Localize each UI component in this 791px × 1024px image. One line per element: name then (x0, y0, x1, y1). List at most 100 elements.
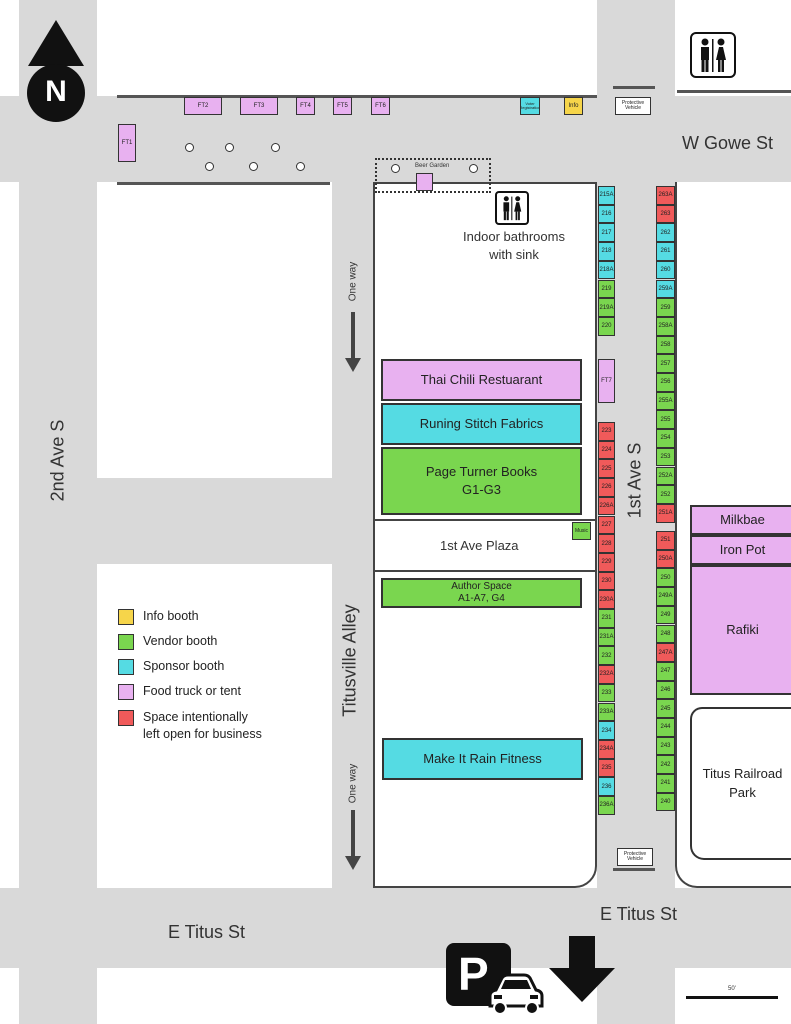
booth-232A[interactable]: 232A (598, 665, 615, 684)
beer-garden-area[interactable]: Beer Garden (375, 158, 491, 193)
booth-216[interactable]: 216 (598, 204, 615, 224)
booth-258[interactable]: 258 (656, 335, 675, 355)
thai-chili-restaurant[interactable]: Thai Chili Restuarant (381, 359, 582, 401)
booth-243[interactable]: 243 (656, 736, 675, 756)
booth-258A[interactable]: 258A (656, 316, 675, 336)
booth-225[interactable]: 225 (598, 459, 615, 479)
booth-236A[interactable]: 236A (598, 796, 615, 815)
make-it-rain-fitness[interactable]: Make It Rain Fitness (382, 738, 583, 780)
booth-252A[interactable]: 252A (656, 466, 675, 486)
iron-pot[interactable]: Iron Pot (690, 535, 791, 565)
running-stitch-fabrics[interactable]: Runing Stitch Fabrics (381, 403, 582, 445)
running-stitch-label: Runing Stitch Fabrics (419, 415, 544, 431)
booth-246[interactable]: 246 (656, 680, 675, 700)
legend-open-label-2: left open for business (143, 727, 262, 741)
booth-231[interactable]: 231 (598, 609, 615, 628)
booth-219[interactable]: 219 (598, 279, 615, 299)
one-way-label-top: One way (347, 261, 359, 302)
booth-263[interactable]: 263 (656, 204, 675, 224)
booth-234[interactable]: 234 (598, 721, 615, 740)
booth-247A[interactable]: 247A (656, 643, 675, 662)
booth-256[interactable]: 256 (656, 373, 675, 392)
booth-215A[interactable]: 215A (598, 186, 615, 205)
one-way-arrow-bottom-icon (345, 810, 361, 870)
second-ave-label: 2nd Ave S (47, 419, 68, 502)
legend-info-label: Info booth (143, 609, 199, 623)
e-titus-st-label-right: E Titus St (600, 904, 678, 924)
booth-241[interactable]: 241 (656, 774, 675, 793)
booth-261[interactable]: 261 (656, 242, 675, 261)
north-arrow-icon (27, 20, 85, 122)
booth-248[interactable]: 248 (656, 624, 675, 644)
booth-259A[interactable]: 259A (656, 279, 675, 299)
booth-251[interactable]: 251 (656, 531, 675, 550)
booth-250[interactable]: 250 (656, 568, 675, 588)
booth-218A[interactable]: 218A (598, 260, 615, 280)
author-space[interactable]: Author Space A1-A7, G4 (381, 578, 582, 608)
booth-223[interactable]: 223 (598, 422, 615, 441)
booth-235[interactable]: 235 (598, 758, 615, 778)
legend-food-swatch (118, 684, 134, 700)
booth-252[interactable]: 252 (656, 485, 675, 504)
booth-231A[interactable]: 231A (598, 627, 615, 647)
booth-257[interactable]: 257 (656, 354, 675, 373)
food-truck-ft2[interactable]: FT2 (184, 97, 222, 115)
beer-garden-tent[interactable] (416, 173, 433, 191)
booth-244[interactable]: 244 (656, 718, 675, 737)
food-truck-ft3[interactable]: FT3 (240, 97, 278, 115)
rafiki[interactable]: Rafiki (690, 565, 791, 695)
booth-254[interactable]: 254 (656, 429, 675, 448)
booth-249[interactable]: 249 (656, 605, 675, 625)
booth-224[interactable]: 224 (598, 440, 615, 460)
booth-236[interactable]: 236 (598, 777, 615, 796)
booth-250A[interactable]: 250A (656, 549, 675, 569)
booth-233A[interactable]: 233A (598, 702, 615, 722)
w-gowe-st-label: W Gowe St (682, 133, 774, 153)
iron-pot-label: Iron Pot (719, 541, 766, 557)
booth-251A[interactable]: 251A (656, 503, 675, 523)
booth-226[interactable]: 226 (598, 478, 615, 497)
booth-255A[interactable]: 255A (656, 391, 675, 411)
booth-249A[interactable]: 249A (656, 587, 675, 606)
voter-registration-booth[interactable]: Voter Registration (520, 97, 540, 115)
booth-242[interactable]: 242 (656, 755, 675, 775)
booth-255[interactable]: 255 (656, 410, 675, 430)
milkbae[interactable]: Milkbae (690, 505, 791, 535)
booth-227[interactable]: 227 (598, 515, 615, 535)
booth-240[interactable]: 240 (656, 792, 675, 812)
booth-253[interactable]: 253 (656, 447, 675, 467)
titus-railroad-park[interactable]: Titus Railroad Park (690, 707, 791, 860)
curb-line (330, 95, 597, 98)
booth-219A[interactable]: 219A (598, 298, 615, 317)
booth-228[interactable]: 228 (598, 534, 615, 553)
food-truck-ft7[interactable]: FT7 (598, 359, 615, 403)
booth-230A[interactable]: 230A (598, 590, 615, 609)
booth-247[interactable]: 247 (656, 661, 675, 681)
food-truck-ft1[interactable]: FT1 (118, 124, 136, 162)
booth-220[interactable]: 220 (598, 316, 615, 336)
info-booth[interactable]: Info (564, 97, 583, 115)
food-truck-ft4[interactable]: FT4 (296, 97, 315, 115)
booth-230[interactable]: 230 (598, 571, 615, 591)
booth-229[interactable]: 229 (598, 552, 615, 572)
food-truck-ft5[interactable]: FT5 (333, 97, 352, 115)
music-booth[interactable]: Music (572, 522, 591, 540)
table-circle (271, 143, 280, 152)
booth-263A[interactable]: 263A (656, 186, 675, 205)
booth-233[interactable]: 233 (598, 683, 615, 703)
booth-232[interactable]: 232 (598, 646, 615, 666)
booth-260[interactable]: 260 (656, 260, 675, 280)
booth-234A[interactable]: 234A (598, 739, 615, 759)
author-space-label: Author Space (451, 581, 512, 592)
booth-259[interactable]: 259 (656, 298, 675, 317)
indoor-bathrooms-label: Indoor bathrooms with sink (463, 229, 565, 262)
booth-245[interactable]: 245 (656, 699, 675, 718)
booth-218[interactable]: 218 (598, 242, 615, 261)
page-turner-books[interactable]: Page Turner Books G1-G3 (381, 447, 582, 515)
cross-street-road (97, 478, 333, 564)
legend-food-label: Food truck or tent (143, 684, 241, 698)
booth-217[interactable]: 217 (598, 223, 615, 243)
food-truck-ft6[interactable]: FT6 (371, 97, 390, 115)
booth-226A[interactable]: 226A (598, 496, 615, 516)
booth-262[interactable]: 262 (656, 223, 675, 243)
